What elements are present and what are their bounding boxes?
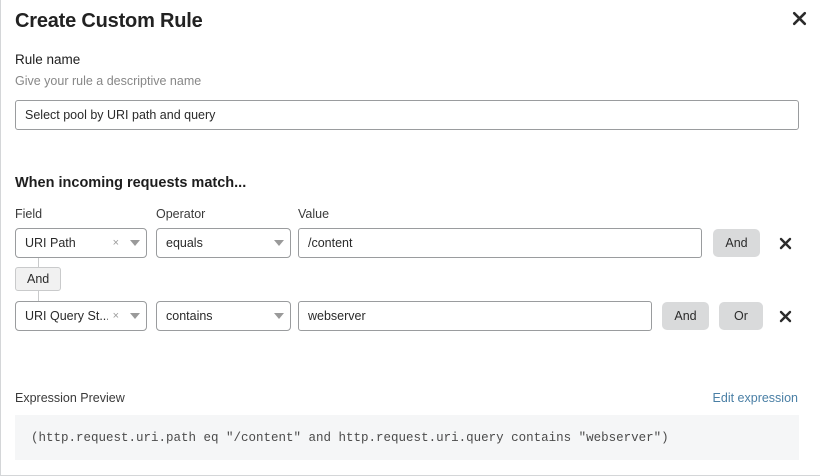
expression-preview-code: (http.request.uri.path eq "/content" and… bbox=[15, 415, 799, 460]
chevron-down-icon[interactable] bbox=[268, 313, 290, 319]
delete-condition-button-2[interactable] bbox=[775, 302, 795, 330]
edit-expression-link[interactable]: Edit expression bbox=[712, 391, 798, 405]
column-header-field: Field bbox=[15, 207, 43, 221]
connector-line-bottom bbox=[38, 290, 39, 301]
operator-select-2[interactable]: contains bbox=[156, 301, 291, 331]
add-and-condition-button-2[interactable]: And bbox=[662, 302, 709, 330]
add-or-condition-button-2[interactable]: Or bbox=[719, 302, 763, 330]
close-icon bbox=[779, 237, 791, 249]
operator-select-1[interactable]: equals bbox=[156, 228, 291, 258]
field-select-2-value: URI Query St... bbox=[25, 309, 108, 323]
clear-icon[interactable]: × bbox=[112, 236, 119, 249]
rule-name-help-text: Give your rule a descriptive name bbox=[15, 74, 202, 88]
condition-row: URI Path × equals And bbox=[1, 228, 820, 258]
value-input-2[interactable] bbox=[298, 301, 652, 331]
expression-preview-label: Expression Preview bbox=[15, 391, 125, 405]
close-icon bbox=[779, 310, 791, 322]
delete-condition-button-1[interactable] bbox=[775, 229, 795, 257]
match-section-heading: When incoming requests match... bbox=[15, 175, 247, 191]
operator-select-2-value: contains bbox=[166, 309, 213, 323]
condition-row: URI Query St... × contains And Or bbox=[1, 301, 820, 331]
connector-line-top bbox=[38, 258, 39, 269]
rule-name-label: Rule name bbox=[15, 52, 81, 67]
close-icon bbox=[792, 11, 806, 25]
close-dialog-button[interactable] bbox=[786, 5, 812, 31]
column-header-operator: Operator bbox=[156, 207, 206, 221]
value-input-1[interactable] bbox=[298, 228, 702, 258]
chevron-down-icon[interactable] bbox=[124, 240, 146, 246]
and-connector-badge[interactable]: And bbox=[15, 267, 62, 291]
chevron-down-icon[interactable] bbox=[268, 240, 290, 246]
field-select-2[interactable]: URI Query St... × bbox=[15, 301, 147, 331]
operator-select-1-value: equals bbox=[166, 236, 203, 250]
chevron-down-icon[interactable] bbox=[124, 313, 146, 319]
clear-icon[interactable]: × bbox=[112, 309, 119, 322]
dialog-title: Create Custom Rule bbox=[15, 10, 203, 32]
field-select-1[interactable]: URI Path × bbox=[15, 228, 147, 258]
add-and-condition-button-1[interactable]: And bbox=[713, 229, 760, 257]
rule-name-input[interactable] bbox=[15, 100, 799, 130]
field-select-1-value: URI Path bbox=[25, 236, 76, 250]
column-header-value: Value bbox=[298, 207, 330, 221]
